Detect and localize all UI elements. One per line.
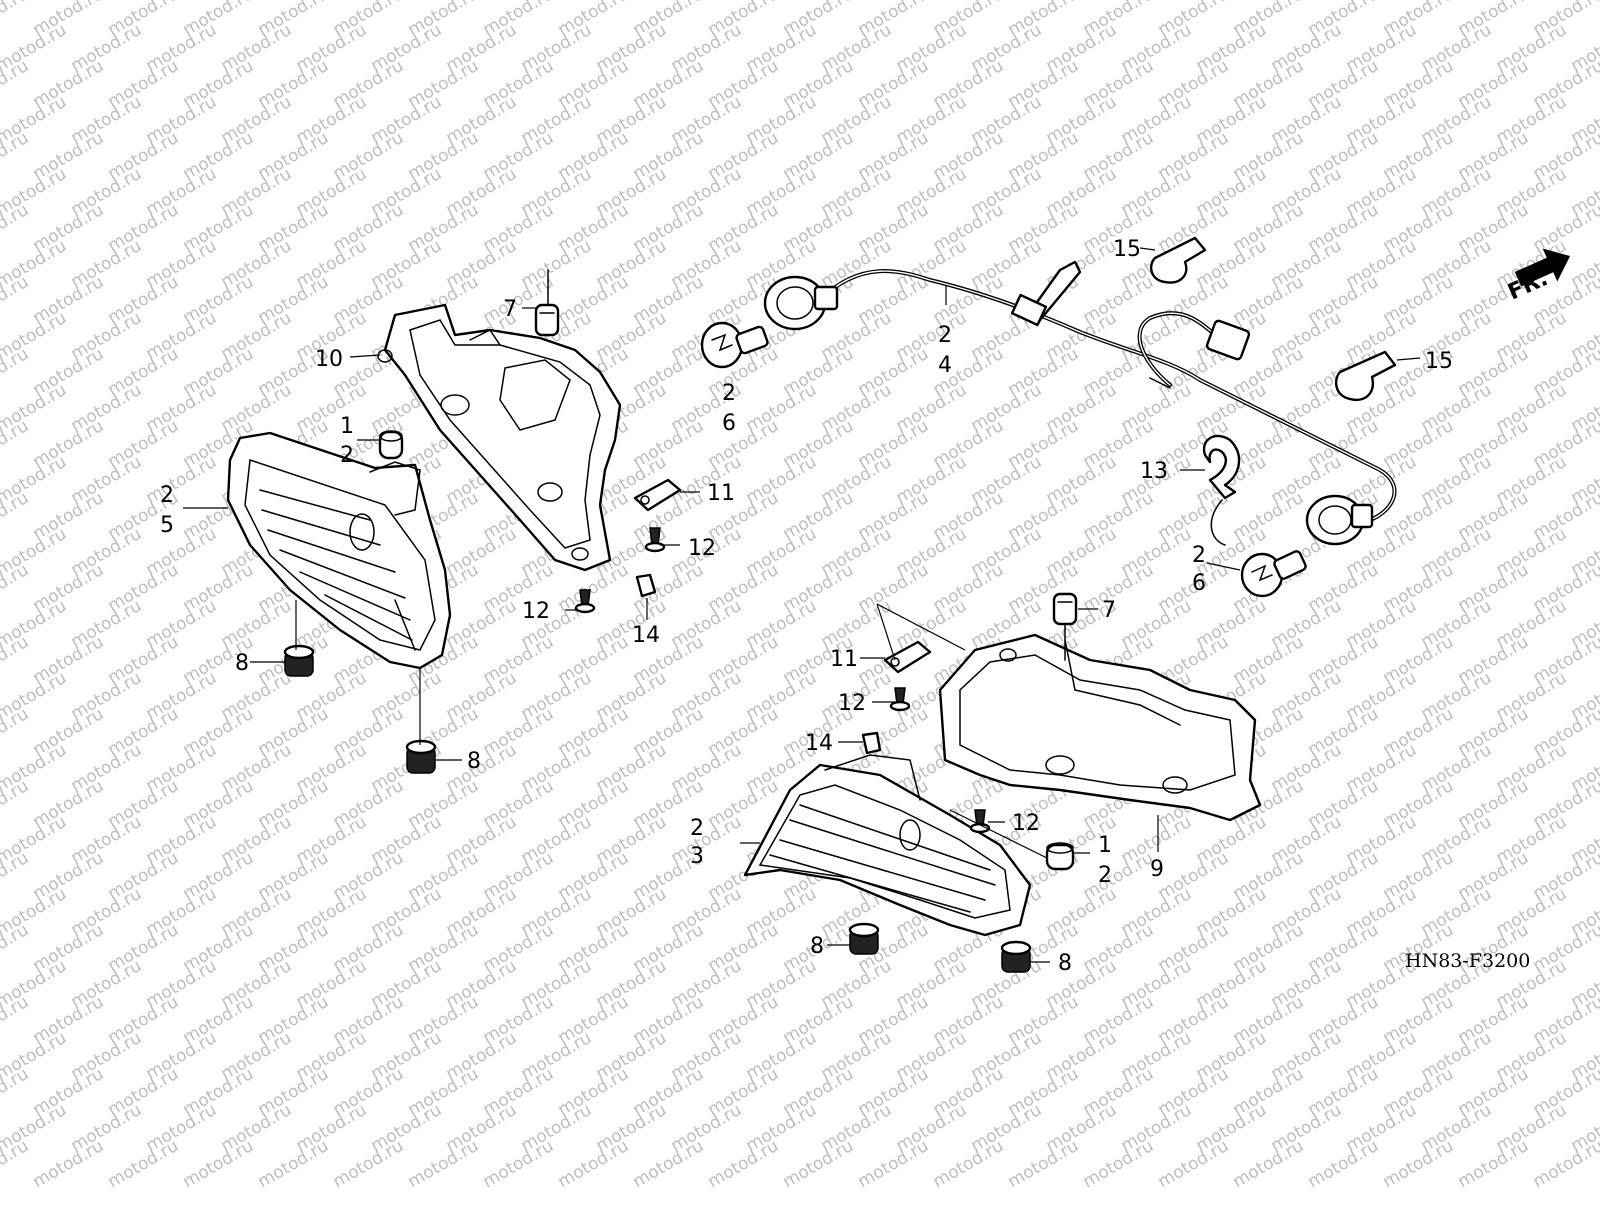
callout-lamp-r-b: 3 bbox=[690, 844, 704, 869]
watermark-text: motod.ru bbox=[1155, 1136, 1233, 1192]
watermark-text: motod.ru bbox=[855, 1136, 933, 1192]
watermark-text: motod.ru bbox=[1080, 1136, 1158, 1192]
callout-harness-a: 2 bbox=[938, 323, 952, 348]
watermark-text: motod.ru bbox=[705, 1136, 783, 1192]
right-clip-11-icon bbox=[885, 642, 930, 672]
callout-right-2: 2 bbox=[1098, 863, 1112, 888]
right-grommet-8a-icon bbox=[850, 924, 878, 954]
callout-case9: 9 bbox=[1150, 857, 1164, 882]
right-nut-14-icon bbox=[863, 733, 880, 753]
watermark-text: motod.ru bbox=[330, 1136, 408, 1192]
watermark-text: motod.ru bbox=[630, 1136, 708, 1192]
watermark-text: motod.ru bbox=[1380, 1136, 1458, 1192]
watermark-text: motod.ru bbox=[0, 0, 32, 40]
watermark-text: motod.ru bbox=[930, 1136, 1008, 1192]
callout-screw12-r-b: 12 bbox=[1012, 811, 1040, 836]
callout-bulb-r-b: 6 bbox=[1192, 571, 1206, 596]
right-screw-12b-icon bbox=[971, 810, 989, 832]
drawing-code: HN83-F3200 bbox=[1405, 950, 1530, 972]
watermark-text: motod.ru bbox=[1455, 1136, 1533, 1192]
callout-right-1: 1 bbox=[1098, 833, 1112, 858]
callout-lamp-l-a: 2 bbox=[160, 483, 174, 508]
watermark-text: motod.ru bbox=[1530, 1136, 1600, 1192]
watermark-text: motod.ru bbox=[30, 1136, 108, 1192]
callout-clip15-right: 15 bbox=[1425, 349, 1453, 374]
callout-nut14-r: 14 bbox=[805, 731, 833, 756]
callout-clip11-r: 11 bbox=[830, 647, 858, 672]
watermark-text: motod.ru bbox=[180, 1136, 258, 1192]
callout-bulb-r-a: 2 bbox=[1192, 543, 1206, 568]
watermark-text: motod.ru bbox=[405, 1136, 483, 1192]
callout-case10: 10 bbox=[315, 347, 343, 372]
watermark-text: motod.ru bbox=[1005, 1136, 1083, 1192]
left-grommet-1-icon bbox=[380, 431, 402, 458]
watermark-text: motod.ru bbox=[255, 1136, 333, 1192]
callout-screw12-r-a: 12 bbox=[838, 691, 866, 716]
callout-clip11-l: 11 bbox=[707, 481, 735, 506]
watermark-text: motod.ru bbox=[1230, 1136, 1308, 1192]
callout-bulb-l-a: 2 bbox=[722, 381, 736, 406]
callout-lamp-l-b: 5 bbox=[160, 513, 174, 538]
callout-clip15-top: 15 bbox=[1113, 237, 1141, 262]
left-grommet-8a-icon bbox=[285, 646, 313, 676]
callout-left-2: 2 bbox=[340, 443, 354, 468]
callout-left-1: 1 bbox=[340, 414, 354, 439]
right-bulb-icon bbox=[1242, 550, 1307, 596]
callout-lamp-r-a: 2 bbox=[690, 816, 704, 841]
watermark-text: motod.ru bbox=[1305, 1136, 1383, 1192]
callout-nut14-l: 14 bbox=[632, 623, 660, 648]
left-nut-7-icon bbox=[536, 305, 558, 335]
callout-clip13: 13 bbox=[1140, 459, 1168, 484]
watermark-text: motod.ru bbox=[105, 1136, 183, 1192]
callout-screw12-l-a: 12 bbox=[688, 536, 716, 561]
watermark-text: motod.ru bbox=[555, 1136, 633, 1192]
left-grommet-8b-icon bbox=[407, 741, 435, 773]
callout-nut7-top: 7 bbox=[503, 297, 517, 322]
right-grommet-8b-icon bbox=[1002, 942, 1030, 972]
callout-grom8-r-b: 8 bbox=[1058, 951, 1072, 976]
callout-bulb-l-b: 6 bbox=[722, 411, 736, 436]
right-nut-7-icon bbox=[1054, 594, 1076, 624]
callout-grom8-l-a: 8 bbox=[235, 651, 249, 676]
callout-nut7-r: 7 bbox=[1102, 598, 1116, 623]
callout-harness-b: 4 bbox=[938, 353, 952, 378]
watermark-text: motod.ru bbox=[480, 1136, 558, 1192]
callout-grom8-l-b: 8 bbox=[467, 749, 481, 774]
right-grommet-1-icon bbox=[1047, 843, 1073, 869]
callout-grom8-r-a: 8 bbox=[810, 934, 824, 959]
callout-screw12-l-b: 12 bbox=[522, 599, 550, 624]
watermark-text: motod.ru bbox=[780, 1136, 858, 1192]
